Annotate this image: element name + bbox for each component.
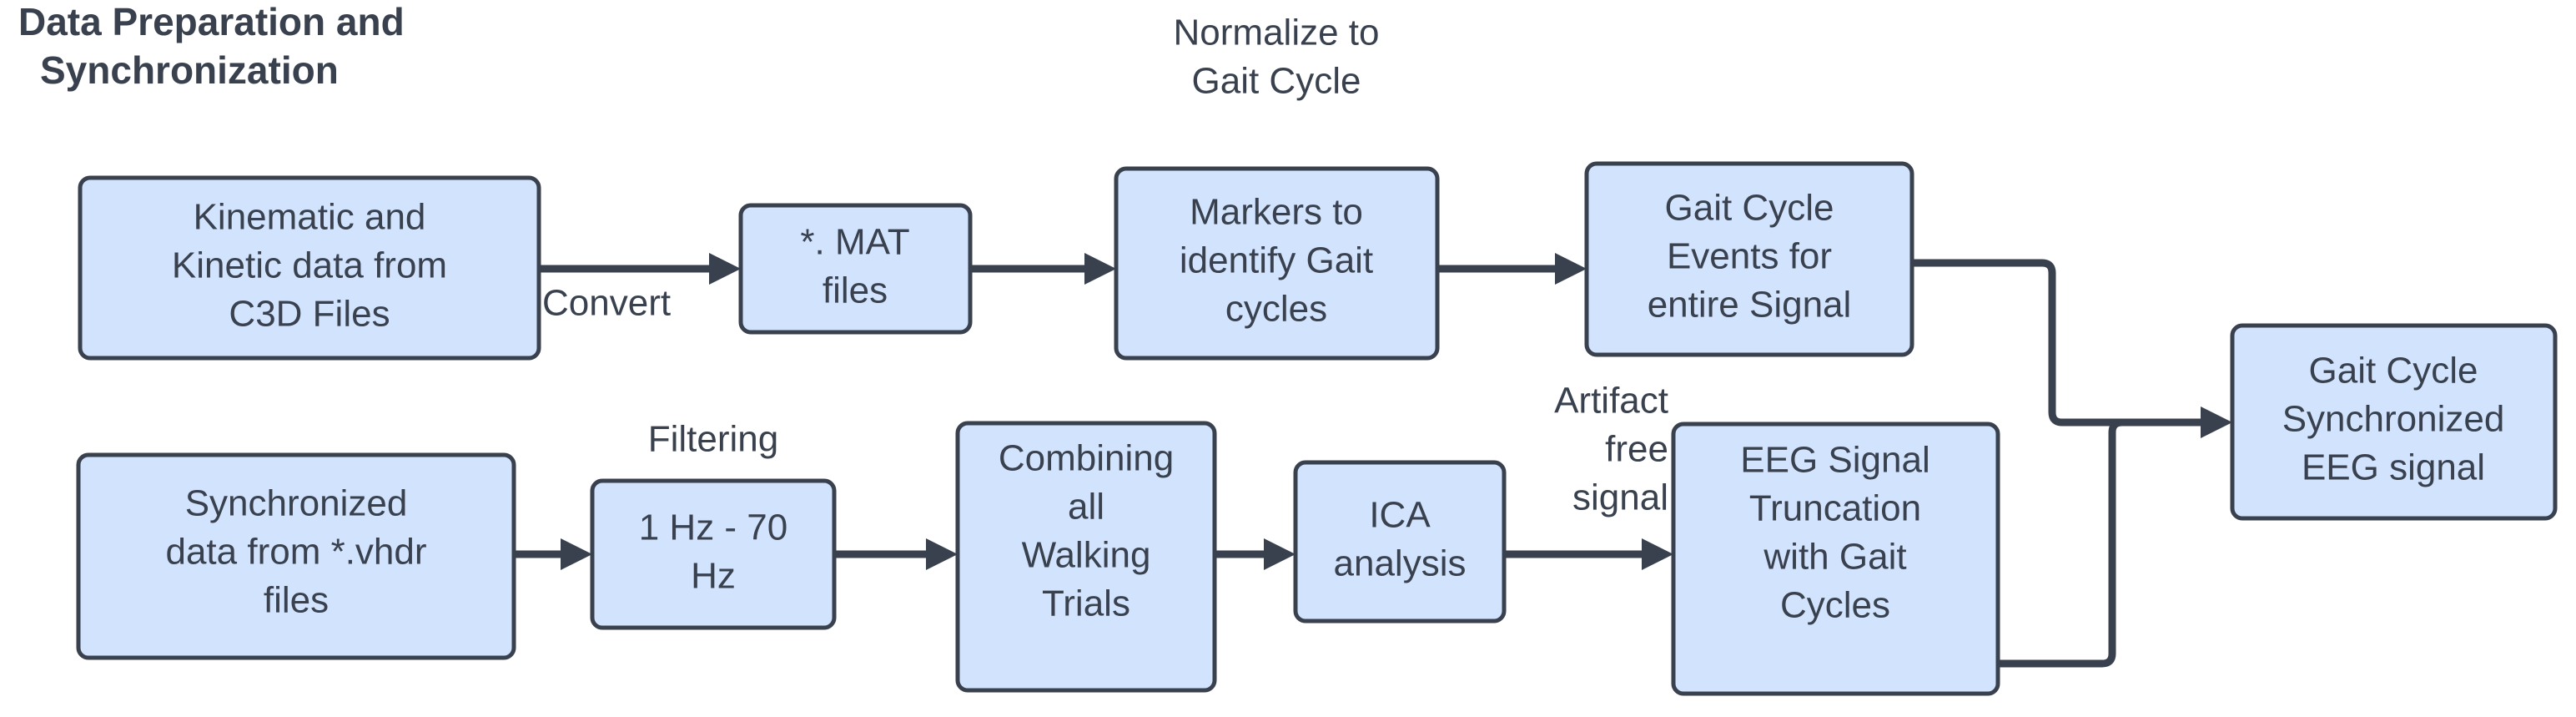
edge-ica-to-truncation [1504,538,1673,570]
node-label-line-1: Kinematic and [194,197,426,238]
markers-identify-gait-cycles-box[interactable]: Markers to identify Gait cycles [1114,166,1440,361]
edge-combining-to-ica [1215,538,1296,570]
edge-label-artifact-line-3: signal [1572,477,1668,518]
node-label-line-2: Synchronized [2282,399,2505,440]
edge-mat-to-markers [970,253,1116,285]
node-label-line-3: files [264,580,329,621]
node-shape[interactable] [590,478,837,630]
node-shape[interactable] [955,421,1217,693]
node-label-line-2: all [1068,487,1104,528]
diagram-title: Data Preparation and Synchronization [18,0,405,92]
node-label-line-2: Events for [1667,236,1832,277]
arrow-head-icon [709,253,741,285]
arrow-head-icon [1642,538,1673,570]
node-label-line-1: 1 Hz - 70 [639,507,788,548]
eeg-signal-truncation-box[interactable]: EEG Signal Truncation with Gait Cycles [1671,422,2000,696]
node-label-line-1: ICA [1369,495,1431,536]
node-label-line-2: Truncation [1749,488,1921,529]
arrow-head-icon [1264,538,1296,570]
filtering-band-box[interactable]: 1 Hz - 70 Hz [590,478,837,630]
node-label-line-1: *. MAT [800,222,909,263]
node-label-line-3: C3D Files [229,294,390,335]
node-label-line-1: Synchronized [185,483,408,524]
edge-events-to-output [1912,259,2232,438]
edge-line [1912,259,2211,427]
edge-c3d-to-mat [539,253,741,285]
edge-label-normalize-line-2: Gait Cycle [1192,61,1361,102]
node-label-line-4: Trials [1042,583,1130,624]
node-shape[interactable] [1584,161,1914,357]
node-label-line-2: Hz [691,556,736,597]
arrow-head-icon [1555,253,1587,285]
node-label-line-2: identify Gait [1180,240,1373,281]
edge-label-convert-line-1: Convert [542,283,671,324]
edge-label-filtering: Filtering [648,419,779,460]
node-label-line-2: Kinetic data from [172,245,447,286]
node-shape[interactable] [2230,323,2558,521]
mat-files-box[interactable]: *. MAT files [738,203,973,335]
edge-filter-to-combining [834,538,958,570]
node-label-line-3: entire Signal [1648,285,1852,326]
node-label-line-3: cycles [1225,289,1327,330]
node-label-line-2: data from *.vhdr [165,532,426,573]
diagram-title-line-1: Data Preparation and [18,0,405,43]
arrow-head-icon [2201,406,2232,438]
edge-label-artifact-free-signal: Artifact free signal [1554,381,1668,518]
edge-vhdr-to-filter [514,538,592,570]
node-shape[interactable] [1293,460,1507,624]
gait-cycle-synchronized-eeg-box[interactable]: Gait Cycle Synchronized EEG signal [2230,323,2558,521]
arrow-head-icon [1084,253,1116,285]
node-shape[interactable] [76,452,516,660]
gait-cycle-events-box[interactable]: Gait Cycle Events for entire Signal [1584,161,1914,357]
node-label-line-2: files [823,270,888,311]
edge-label-artifact-line-2: free [1605,429,1668,470]
node-label-line-4: Cycles [1780,585,1890,626]
combining-walking-trials-box[interactable]: Combining all Walking Trials [955,421,1217,693]
node-label-line-3: EEG signal [2302,447,2485,488]
edge-line [1998,418,2211,668]
node-label-line-1: Gait Cycle [2309,351,2478,391]
arrow-head-icon [561,538,592,570]
ica-analysis-box[interactable]: ICA analysis [1293,460,1507,624]
diagram-title-line-2: Synchronization [40,48,339,92]
synchronized-vhdr-box[interactable]: Synchronized data from *.vhdr files [76,452,516,660]
node-label-line-1: EEG Signal [1740,440,1929,481]
edge-truncation-to-output [1998,418,2211,668]
node-shape[interactable] [1671,422,2000,696]
node-label-line-1: Gait Cycle [1665,188,1834,229]
arrow-head-icon [926,538,958,570]
node-shape[interactable] [738,203,973,335]
node-shape[interactable] [1114,166,1440,361]
kinematic-kinetic-c3d-box[interactable]: Kinematic and Kinetic data from C3D File… [78,175,541,361]
edge-label-normalize-to-gait-cycle: Normalize to Gait Cycle [1174,13,1380,102]
node-label-line-1: Combining [999,438,1174,479]
edge-label-filtering-line-1: Filtering [648,419,779,460]
node-label-line-3: with Gait [1763,537,1906,578]
node-label-line-3: Walking [1022,535,1151,576]
edge-label-artifact-line-1: Artifact [1554,381,1668,422]
edge-markers-to-events [1437,253,1587,285]
edge-label-convert: Convert [542,283,671,324]
node-shape[interactable] [78,175,541,361]
node-label-line-2: analysis [1334,543,1467,584]
node-label-line-1: Markers to [1190,192,1363,233]
edge-label-normalize-line-1: Normalize to [1174,13,1380,53]
